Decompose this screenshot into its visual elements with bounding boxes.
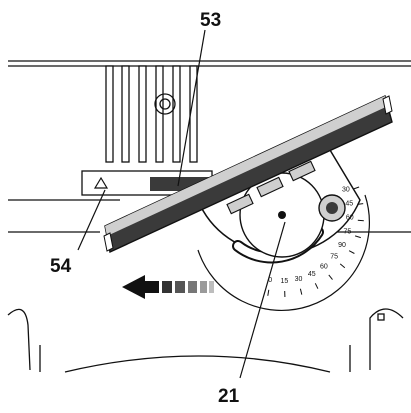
scale-number: 45 [345,201,353,208]
leader-lines [77,29,286,379]
scale-number: 75 [330,254,338,261]
scale-tick [328,274,333,280]
scale-tick [353,186,360,190]
fence-bar [103,95,393,254]
scale-tick [357,203,364,205]
warning-triangle-icon [93,176,109,189]
scale-tick [339,263,346,269]
scale-number: 15 [281,278,289,285]
blade-slots [105,65,198,163]
scale-tick [267,289,270,296]
scale-number: 90 [338,242,346,249]
fence-clamps [226,160,316,215]
lower-frame [7,308,404,373]
arrow-left-icon [122,275,214,299]
label-54: 54 [50,256,72,277]
label-21: 21 [218,386,240,407]
table-edges [8,60,411,233]
scale-tick [354,235,361,239]
scale-number: 30 [295,276,303,283]
scale-tick [314,283,319,289]
locking-knob [318,194,346,222]
scale-number: 30 [342,187,350,194]
protractor-body [197,149,370,311]
scale-number: 45 [308,271,316,278]
scale-tick [348,250,355,254]
scale-number: 75 [344,229,352,236]
scale-tick [299,288,303,295]
scale-number: 0 [268,277,272,284]
label-53: 53 [200,10,221,31]
scale-number: 60 [346,215,354,222]
blade-center [154,93,176,115]
scale-number: 60 [320,264,328,271]
